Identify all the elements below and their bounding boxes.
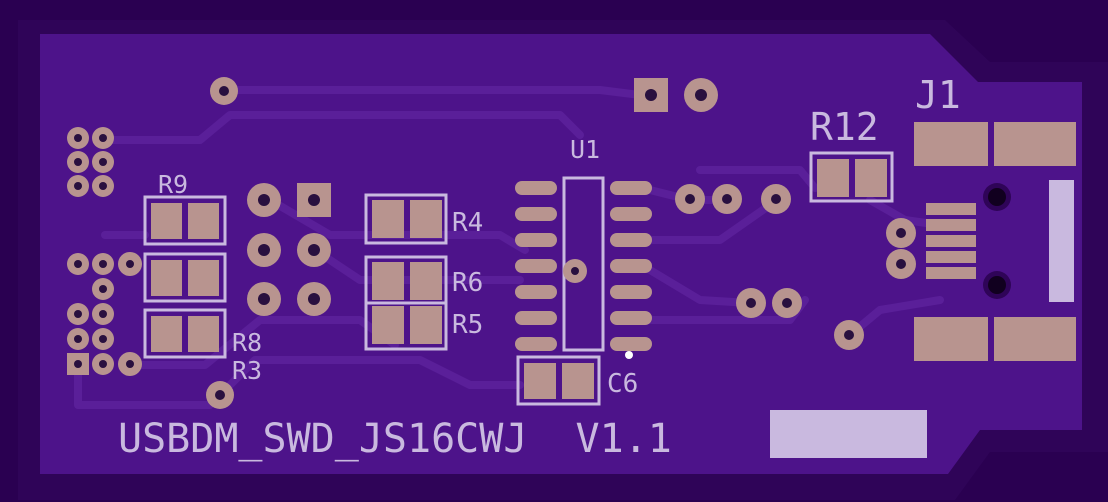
j1-side-vias [886, 218, 916, 279]
j1-silk-bar [1049, 180, 1074, 302]
r12-outline [809, 151, 894, 203]
u1-body-outline [562, 176, 605, 352]
label-c6: C6 [607, 369, 638, 399]
pin-header-1x2 [634, 78, 718, 112]
label-r4: R4 [452, 208, 483, 238]
label-r12: R12 [810, 105, 879, 149]
label-r8: R8 [232, 328, 262, 357]
label-r9: R9 [158, 170, 188, 199]
r12-pads [817, 159, 887, 197]
through-hole-pads [675, 184, 802, 318]
label-j1: J1 [915, 73, 961, 117]
label-r3: R3 [232, 356, 262, 385]
resistor-outlines-left [143, 195, 227, 359]
c6-outline [516, 355, 601, 406]
label-u1: U1 [570, 135, 600, 164]
u1-pin1-dot [625, 351, 633, 359]
label-r5: R5 [452, 310, 483, 340]
j1-holes [983, 183, 1011, 299]
resistor-pads-left [151, 203, 219, 352]
board-title: USBDM_SWD_JS16CWJ V1.1 [118, 416, 672, 462]
header-holes-top [74, 134, 107, 190]
resistor-outlines-mid [364, 193, 448, 351]
pin-header-2x3 [247, 183, 331, 316]
u1-pads [515, 181, 652, 351]
vias [206, 77, 864, 409]
j1-signal-pads [926, 203, 976, 279]
resistor-pads-mid [372, 200, 442, 344]
j1-mount-pads [914, 122, 1076, 361]
c6-pads [524, 363, 594, 399]
label-r6: R6 [452, 268, 483, 298]
header-holes-bottom [74, 260, 134, 368]
silk-label-box [770, 410, 927, 458]
